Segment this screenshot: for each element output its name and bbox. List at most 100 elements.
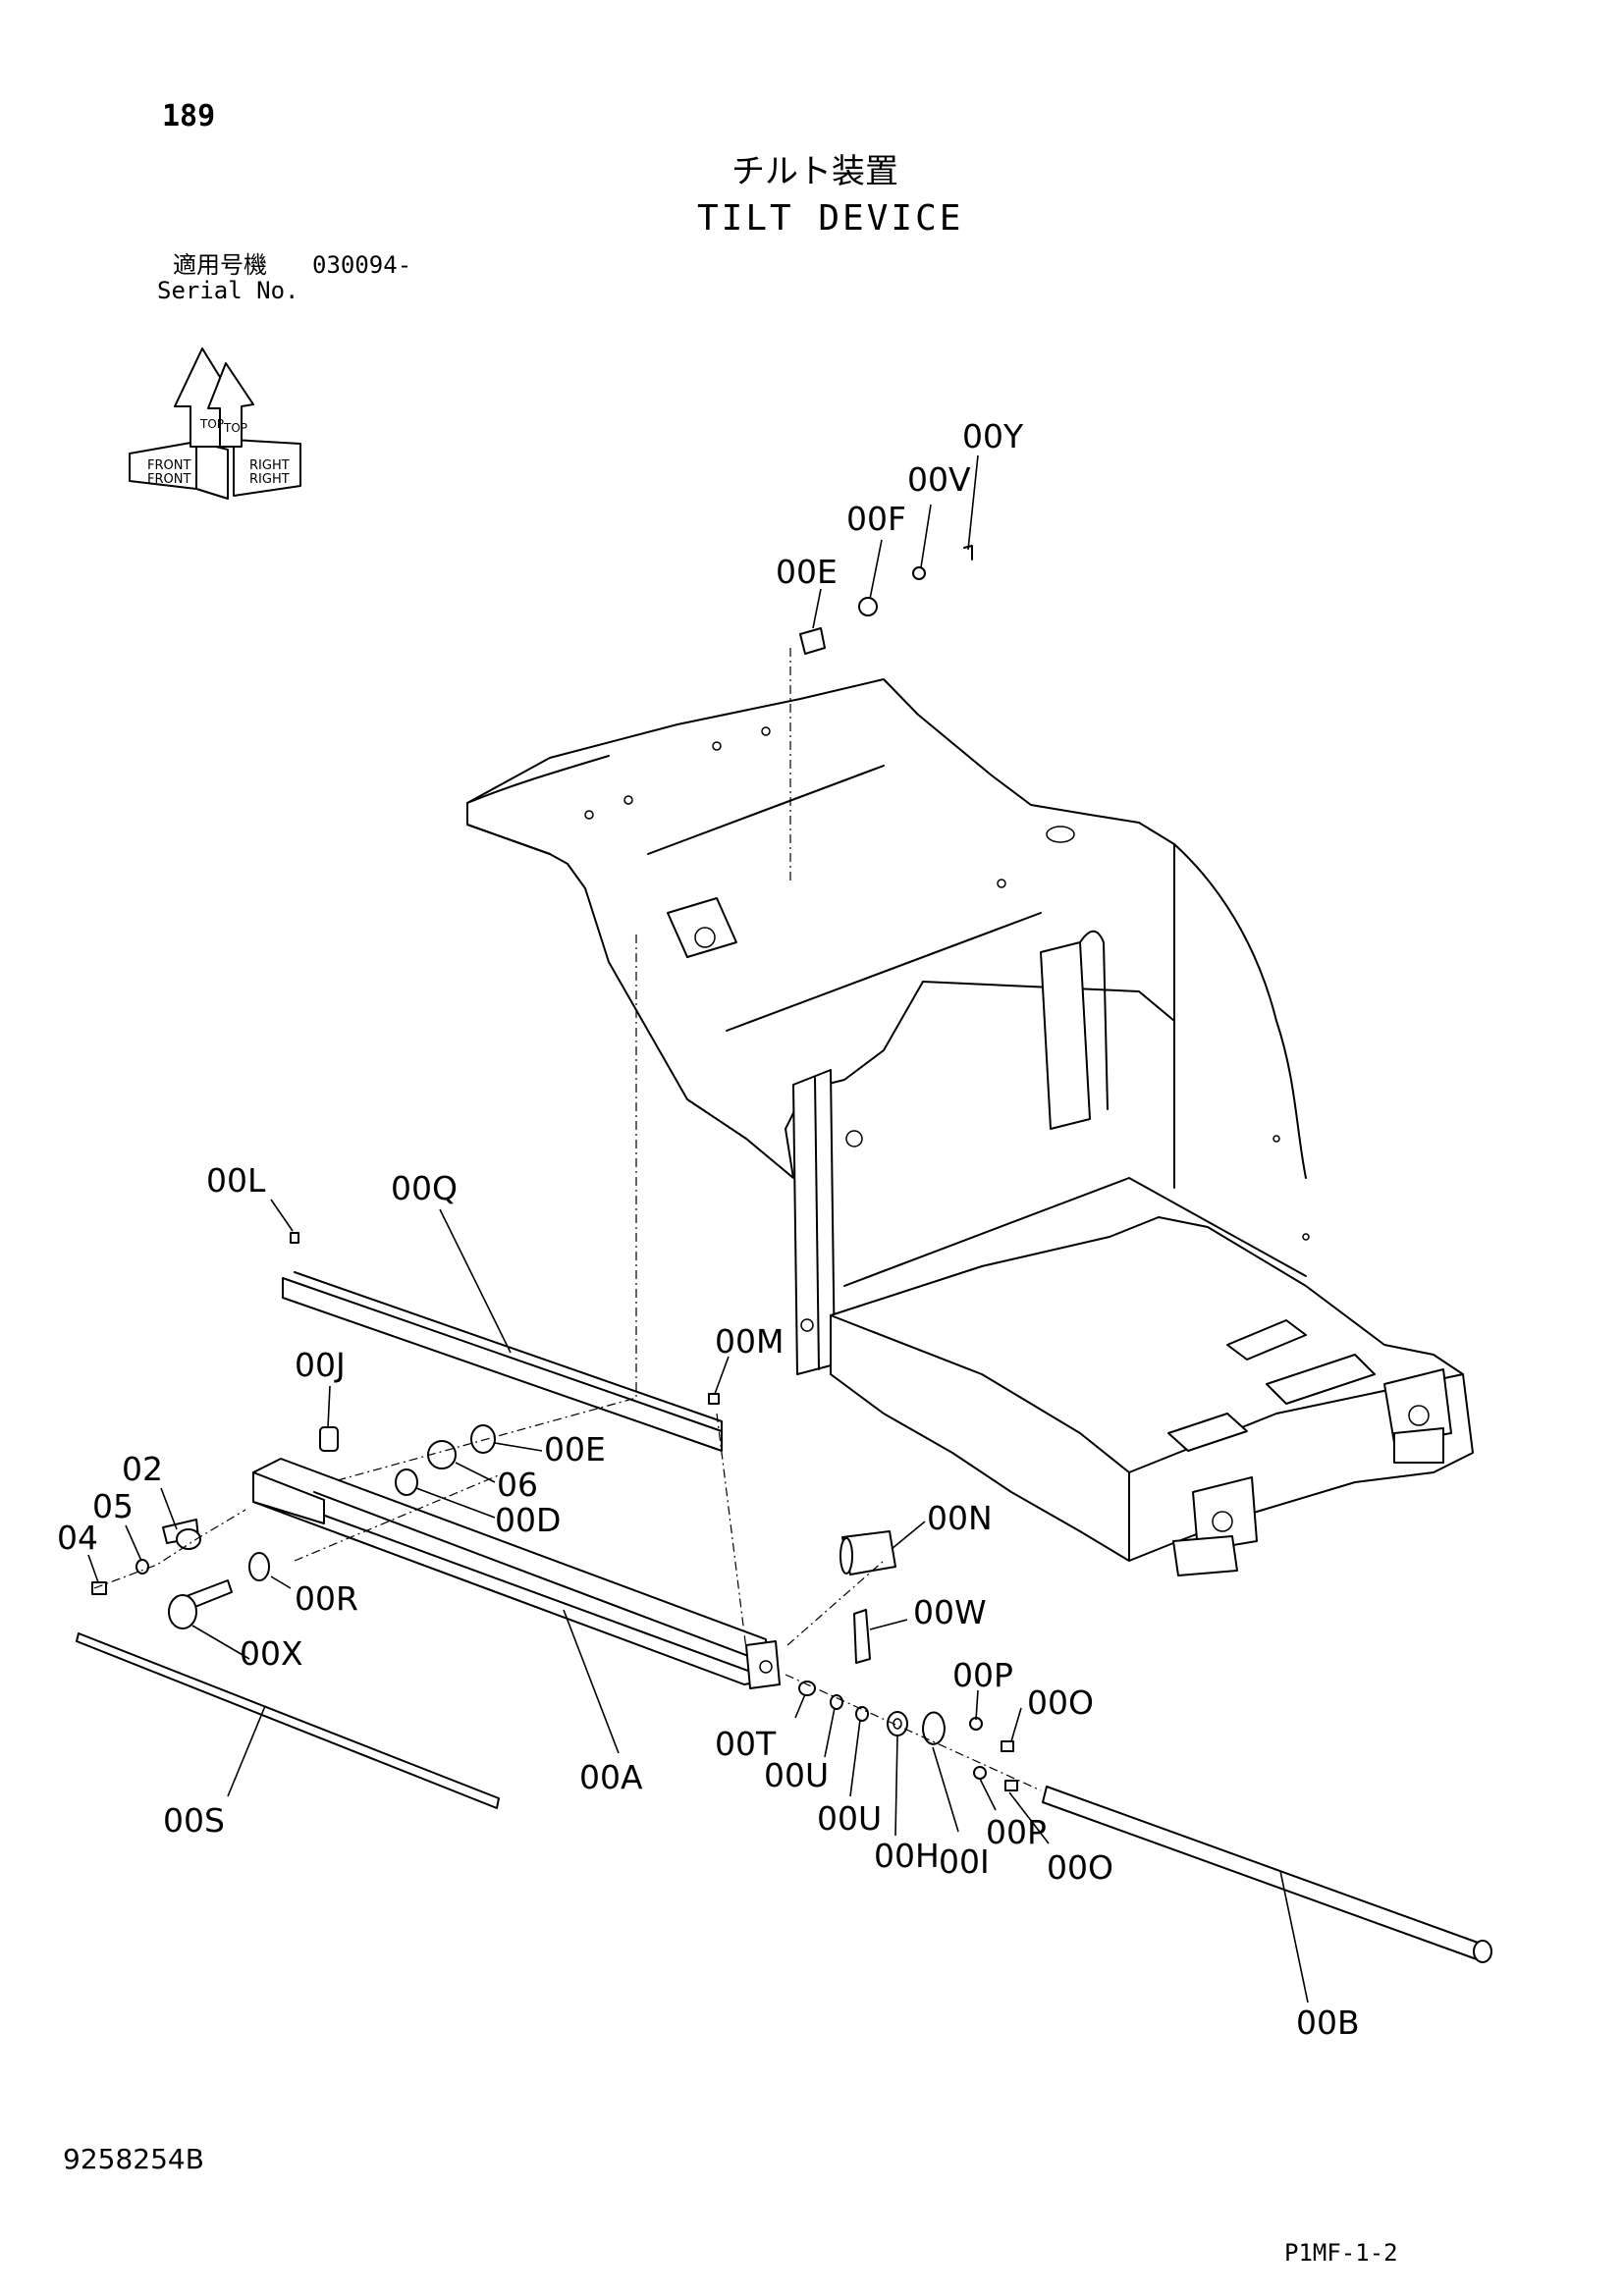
part-00D-washer xyxy=(395,1468,418,1496)
part-00R-oring xyxy=(248,1552,270,1581)
callout-05: 05 xyxy=(92,1487,134,1525)
leader-00B xyxy=(1279,1870,1309,2003)
deck-hole xyxy=(712,741,722,751)
floor-inner-edge xyxy=(843,1177,1307,1287)
exploded-parts xyxy=(76,545,1492,1963)
orientation-side-face xyxy=(195,441,229,500)
leader-00R xyxy=(270,1575,292,1589)
deck-hole xyxy=(761,726,771,736)
part-00A-line-1 xyxy=(313,1491,757,1660)
callout-00B: 00B xyxy=(1296,2003,1360,2042)
floor-frame xyxy=(830,1216,1474,1562)
callout-00H: 00H xyxy=(874,1837,940,1875)
deck-edge xyxy=(466,802,551,855)
left-post-edge xyxy=(814,1077,820,1370)
assembly-centerline xyxy=(786,1560,885,1646)
orientation-label-top-1: TOP xyxy=(199,417,224,431)
deck-hole xyxy=(1302,1233,1310,1241)
title-english: TILT DEVICE xyxy=(697,198,964,239)
leader-00L xyxy=(270,1199,294,1232)
part-05-washer xyxy=(135,1559,149,1575)
callout-leaders xyxy=(87,454,1309,2003)
part-00Q-edge xyxy=(294,1271,723,1432)
part-00E-top-bushing xyxy=(799,627,826,655)
callout-00I: 00I xyxy=(939,1842,990,1881)
leader-00X xyxy=(191,1625,250,1660)
part-00A-port xyxy=(759,1660,773,1674)
leader-05 xyxy=(125,1524,142,1562)
part-00Y-pin xyxy=(963,545,973,561)
callout-00P-bot: 00P xyxy=(986,1813,1047,1851)
part-00L-screw xyxy=(290,1232,299,1244)
leader-00F xyxy=(869,539,883,600)
part-00P-washer-bottom xyxy=(973,1766,987,1780)
leader-00P-bot xyxy=(979,1778,997,1811)
leader-00T xyxy=(794,1693,806,1719)
leader-00V xyxy=(920,504,932,568)
leader-00Y xyxy=(967,454,979,551)
callout-00W: 00W xyxy=(913,1593,987,1631)
part-00X-head xyxy=(168,1594,197,1629)
leader-00S xyxy=(227,1705,266,1797)
leader-00I xyxy=(932,1746,959,1833)
part-00U-washer-2 xyxy=(855,1706,869,1722)
part-00M-screw xyxy=(708,1393,720,1405)
document-code: 9258254B xyxy=(63,2143,204,2175)
rear-mount-foot xyxy=(1393,1427,1444,1464)
callout-labels: 00Y 00V 00F 00E 00L 00Q 00J 00M 00E 06 0… xyxy=(57,417,1360,2042)
part-00W-clip xyxy=(853,1609,871,1664)
leader-00E xyxy=(494,1442,543,1452)
floor-cutout-3 xyxy=(1167,1413,1248,1452)
leader-00A xyxy=(563,1609,620,1754)
callout-00V: 00V xyxy=(907,460,971,499)
orientation-label-right-2: RIGHT xyxy=(249,472,290,487)
leader-00O-bot xyxy=(1008,1791,1050,1844)
part-02-head xyxy=(176,1528,201,1550)
callout-00X: 00X xyxy=(240,1634,303,1673)
part-00S-rod xyxy=(76,1632,500,1809)
deck-hole xyxy=(997,879,1006,888)
leader-00D xyxy=(415,1487,496,1519)
orientation-label-top-2: TOP xyxy=(223,421,247,435)
deck-crossbar xyxy=(647,765,885,855)
part-00T-screw xyxy=(798,1681,816,1696)
leader-04 xyxy=(87,1554,99,1583)
leader-06 xyxy=(455,1462,496,1483)
part-00B-end xyxy=(1473,1940,1492,1963)
title-japanese: チルト装置 xyxy=(731,152,898,191)
assembly-centerline xyxy=(337,934,637,1481)
deck-hole xyxy=(1272,1135,1280,1143)
pivot-hole xyxy=(694,927,716,948)
leader-00J xyxy=(327,1385,331,1428)
callout-00L: 00L xyxy=(206,1161,266,1200)
leader-00W xyxy=(869,1619,908,1630)
part-00O-bolt-top xyxy=(1001,1740,1014,1752)
orientation-cube-icon: FRONT FRONT RIGHT RIGHT TOP TOP xyxy=(129,347,301,500)
part-00Q-bar xyxy=(282,1277,723,1452)
callout-00Q: 00Q xyxy=(391,1169,458,1207)
orientation-label-right-1: RIGHT xyxy=(249,458,290,473)
serial-label-japanese: 適用号機 xyxy=(173,251,267,279)
serial-number-value: 030094- xyxy=(312,251,412,279)
callout-00E-top: 00E xyxy=(776,553,838,591)
callout-02: 02 xyxy=(122,1450,163,1488)
leader-00U-2 xyxy=(849,1719,861,1797)
deck-oval xyxy=(1046,826,1075,843)
deck-hole xyxy=(584,810,594,820)
leader-00Q xyxy=(439,1208,512,1354)
callout-00P-top: 00P xyxy=(952,1656,1013,1694)
leader-00E-top xyxy=(812,588,822,629)
part-00A-line-2 xyxy=(313,1511,757,1675)
front-mount-bolt xyxy=(1212,1511,1233,1532)
leader-00H xyxy=(894,1735,898,1837)
callout-00O-top: 00O xyxy=(1027,1683,1094,1722)
callout-00A: 00A xyxy=(579,1758,643,1796)
callout-00D: 00D xyxy=(495,1501,561,1539)
callout-06: 06 xyxy=(497,1466,538,1504)
part-00V-nut xyxy=(912,566,926,580)
part-00A-rod-end xyxy=(252,1471,325,1524)
leader-02 xyxy=(160,1487,178,1530)
part-00E-bushing xyxy=(470,1424,496,1454)
callout-00O-bot: 00O xyxy=(1047,1848,1113,1887)
